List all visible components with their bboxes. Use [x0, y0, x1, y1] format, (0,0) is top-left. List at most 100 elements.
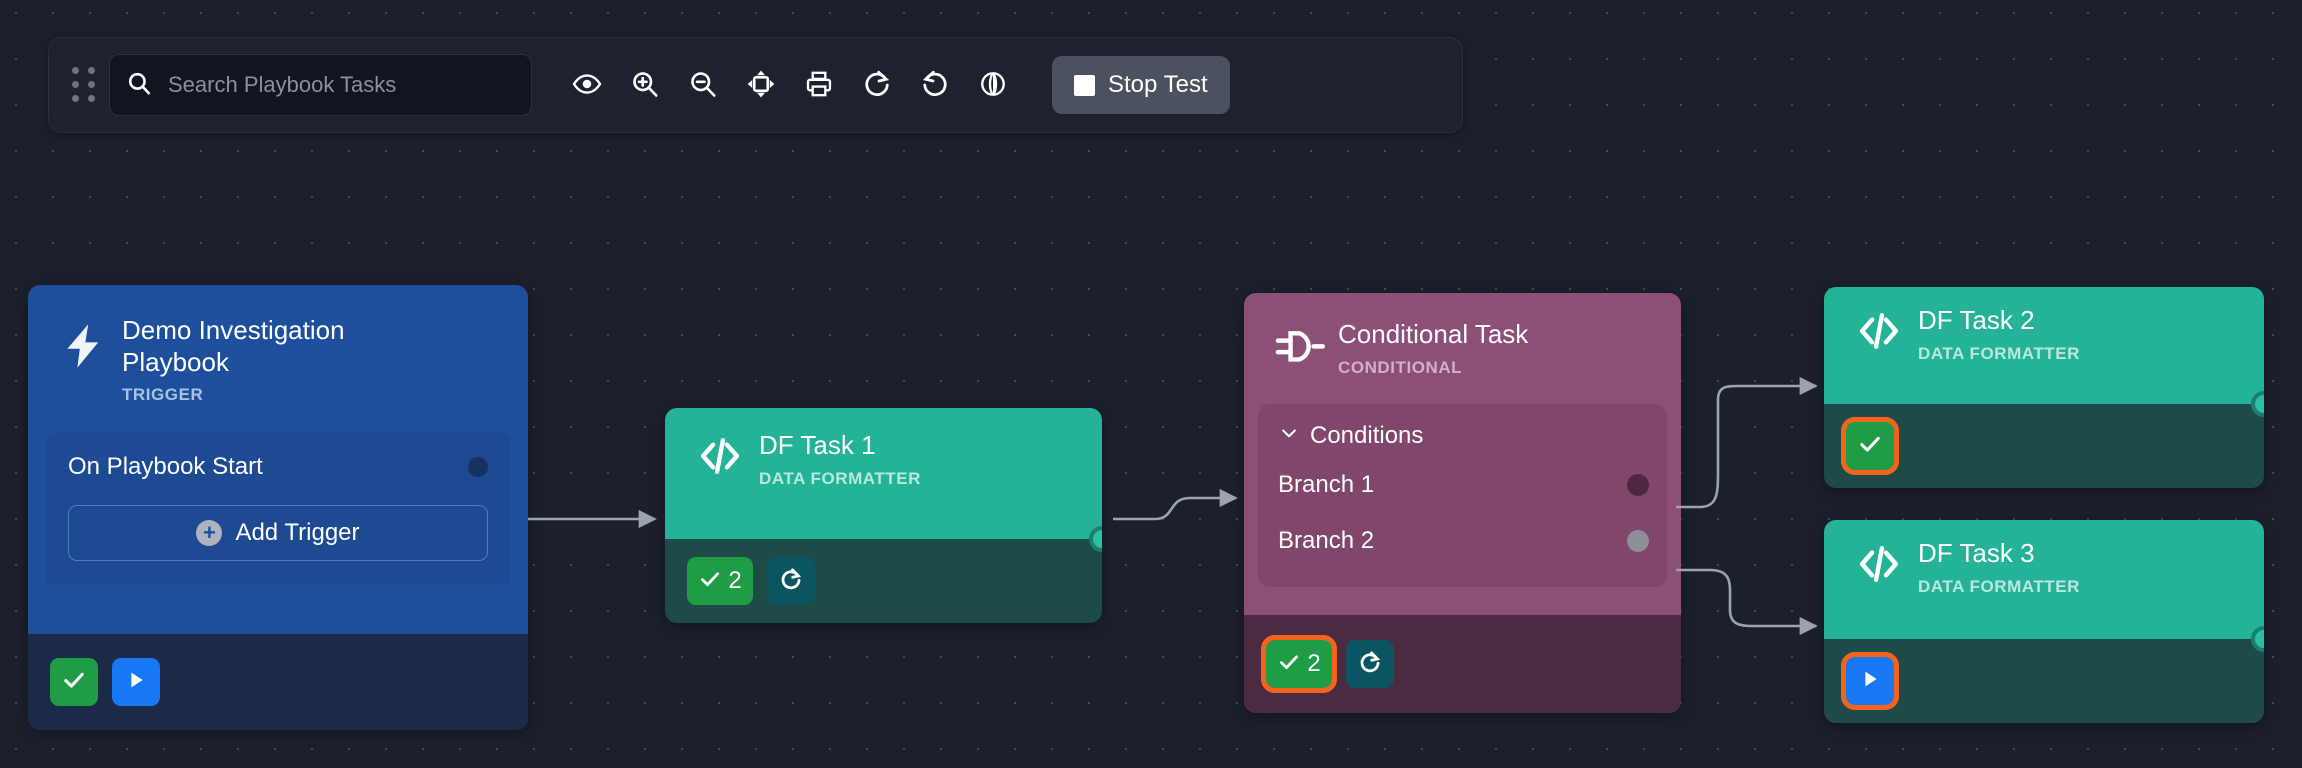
trigger-output-port[interactable] — [468, 457, 488, 478]
trigger-status-check-button[interactable] — [50, 658, 98, 706]
branch-1-output-port[interactable] — [1627, 473, 1649, 496]
stop-test-button[interactable]: Stop Test — [1052, 56, 1230, 114]
df1-output-port[interactable] — [1089, 526, 1102, 552]
trigger-subtitle: TRIGGER — [122, 385, 204, 405]
df1-footer: 2 — [665, 539, 1102, 623]
node-trigger[interactable]: Demo Investigation Playbook TRIGGER On P… — [28, 285, 528, 730]
stop-square-icon — [1074, 74, 1095, 96]
df3-output-port[interactable] — [2251, 626, 2264, 652]
df2-header: DF Task 2 DATA FORMATTER — [1824, 287, 2264, 404]
on-playbook-start-row[interactable]: On Playbook Start — [68, 453, 488, 481]
df2-titles: DF Task 2 DATA FORMATTER — [1912, 305, 2080, 364]
conditional-result-count: 2 — [1307, 650, 1321, 677]
branch-2-output-port[interactable] — [1627, 529, 1649, 552]
conditions-toggle[interactable]: Conditions — [1276, 418, 1649, 457]
df3-subtitle: DATA FORMATTER — [1918, 576, 2080, 596]
branch-1-label: Branch 1 — [1278, 470, 1375, 498]
undo-icon — [920, 69, 950, 102]
trigger-titles: Demo Investigation Playbook TRIGGER — [116, 315, 422, 405]
eye-icon — [572, 69, 602, 102]
df3-titles: DF Task 3 DATA FORMATTER — [1912, 538, 2080, 597]
undo-button[interactable] — [906, 56, 964, 114]
check-icon — [1277, 650, 1301, 679]
conditional-result-count-badge[interactable]: 2 — [1261, 635, 1337, 693]
fit-screen-icon — [746, 69, 776, 102]
trigger-body: On Playbook Start + Add Trigger — [46, 433, 510, 584]
conditions-panel: Conditions Branch 1 Branch 2 — [1258, 403, 1667, 587]
code-brackets-icon — [687, 430, 753, 478]
conditional-footer: 2 — [1244, 615, 1681, 713]
logic-gate-icon — [1266, 319, 1332, 369]
branch-2-label: Branch 2 — [1278, 526, 1375, 554]
toolbar-icon-group — [558, 56, 1022, 114]
df1-subtitle: DATA FORMATTER — [759, 468, 921, 488]
node-df-task-3[interactable]: DF Task 3 DATA FORMATTER — [1824, 520, 2264, 723]
edge-branch1-to-df2 — [1676, 376, 1818, 509]
on-playbook-start-label: On Playbook Start — [68, 453, 263, 481]
df1-result-count: 2 — [728, 567, 742, 594]
df3-title: DF Task 3 — [1918, 538, 2035, 568]
add-trigger-label: Add Trigger — [235, 519, 360, 547]
zoom-in-icon — [630, 69, 660, 102]
df1-rerun-button[interactable] — [767, 557, 815, 605]
edge-df1-to-conditional — [1113, 488, 1238, 521]
conditional-header: Conditional Task CONDITIONAL — [1244, 293, 1681, 398]
print-icon — [805, 70, 833, 101]
trigger-header: Demo Investigation Playbook TRIGGER — [28, 285, 528, 425]
df1-titles: DF Task 1 DATA FORMATTER — [753, 430, 921, 489]
df2-output-port[interactable] — [2251, 391, 2264, 417]
search-input[interactable] — [166, 71, 515, 99]
globe-button[interactable] — [964, 56, 1022, 114]
conditional-subtitle: CONDITIONAL — [1338, 357, 1463, 377]
node-conditional-task[interactable]: Conditional Task CONDITIONAL Conditions … — [1244, 293, 1681, 713]
chevron-down-icon — [1278, 422, 1300, 451]
play-icon — [1858, 667, 1882, 696]
code-brackets-icon — [1846, 538, 1912, 586]
check-icon — [1857, 431, 1883, 462]
df3-run-button[interactable] — [1841, 652, 1899, 710]
conditional-rerun-button[interactable] — [1346, 640, 1394, 688]
trigger-footer — [28, 634, 528, 730]
code-brackets-icon — [1846, 305, 1912, 353]
add-trigger-button[interactable]: + Add Trigger — [68, 505, 488, 562]
print-button[interactable] — [790, 56, 848, 114]
fit-to-screen-button[interactable] — [732, 56, 790, 114]
search-playbook-tasks-box[interactable] — [109, 54, 532, 116]
trigger-title: Demo Investigation Playbook — [122, 315, 345, 377]
check-icon — [61, 667, 87, 698]
edge-branch2-to-df3 — [1676, 568, 1818, 636]
zoom-in-button[interactable] — [616, 56, 674, 114]
redo-button[interactable] — [848, 56, 906, 114]
trigger-run-button[interactable] — [112, 658, 160, 706]
redo-icon — [1357, 649, 1383, 680]
df1-title: DF Task 1 — [759, 430, 876, 460]
df2-subtitle: DATA FORMATTER — [1918, 343, 2080, 363]
play-icon — [124, 668, 148, 697]
globe-icon — [979, 70, 1007, 101]
search-icon — [126, 70, 152, 101]
node-df-task-1[interactable]: DF Task 1 DATA FORMATTER 2 — [665, 408, 1102, 623]
toggle-visibility-button[interactable] — [558, 56, 616, 114]
conditional-title: Conditional Task — [1338, 319, 1529, 349]
df2-status-check-button[interactable] — [1841, 417, 1899, 475]
branch-row-1[interactable]: Branch 1 — [1276, 457, 1649, 513]
branch-row-2[interactable]: Branch 2 — [1276, 513, 1649, 569]
df1-result-count-badge[interactable]: 2 — [687, 557, 753, 605]
check-icon — [698, 567, 722, 596]
stop-test-label: Stop Test — [1108, 71, 1208, 98]
redo-icon — [862, 69, 892, 102]
conditional-titles: Conditional Task CONDITIONAL — [1332, 319, 1528, 378]
plus-icon: + — [196, 520, 223, 547]
df2-title: DF Task 2 — [1918, 305, 2035, 335]
zoom-out-icon — [688, 69, 718, 102]
playbook-toolbar[interactable]: Stop Test — [48, 37, 1463, 133]
df1-header: DF Task 1 DATA FORMATTER — [665, 408, 1102, 539]
conditions-label: Conditions — [1310, 422, 1424, 450]
redo-icon — [778, 566, 804, 597]
zoom-out-button[interactable] — [674, 56, 732, 114]
toolbar-drag-handle[interactable] — [71, 66, 97, 102]
node-df-task-2[interactable]: DF Task 2 DATA FORMATTER — [1824, 287, 2264, 488]
df2-footer — [1824, 404, 2264, 488]
lightning-bolt-icon — [50, 315, 116, 373]
